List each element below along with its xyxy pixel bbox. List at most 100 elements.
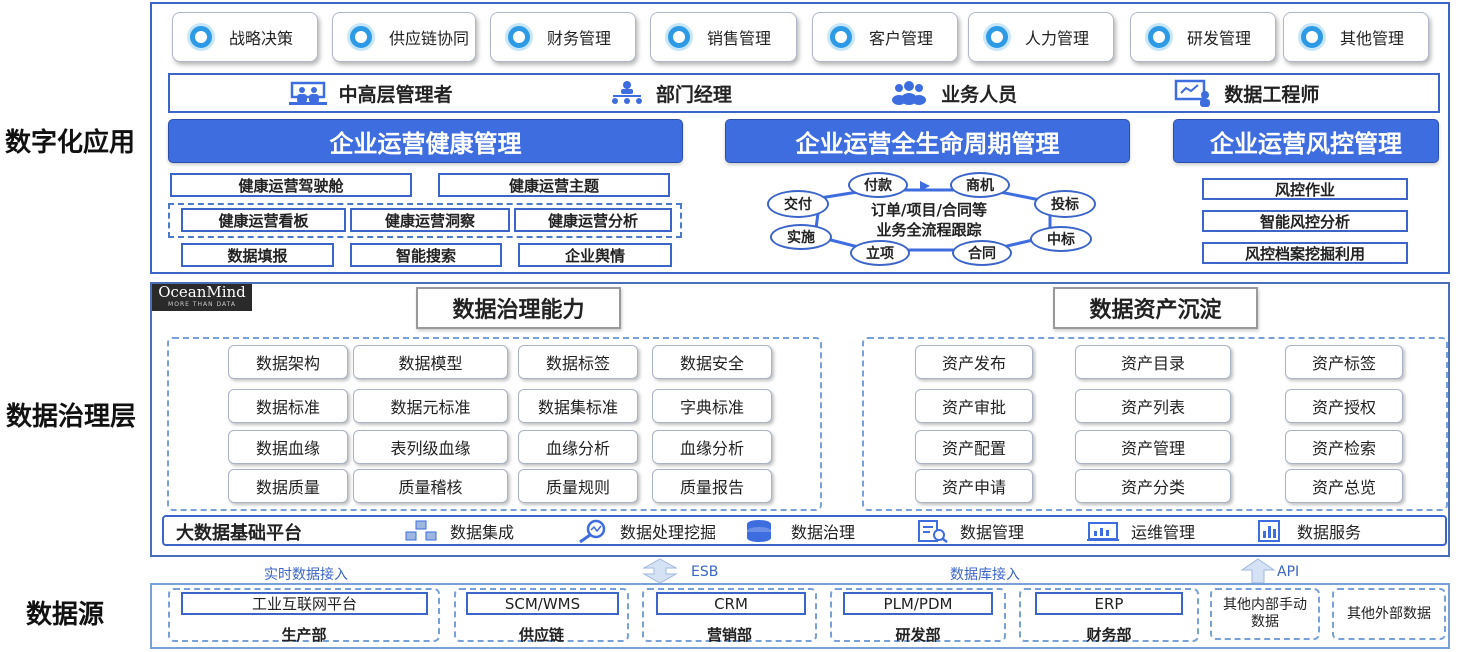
platform-data-management[interactable]: 数据管理 [916, 519, 1024, 543]
source-system-plm[interactable]: PLM/PDM [843, 592, 993, 615]
source-dept-finance: 财务部 [1086, 626, 1132, 644]
source-other-internal[interactable]: 其他内部手动数据 [1210, 588, 1320, 640]
source-system-crm[interactable]: CRM [656, 592, 806, 615]
health-insight[interactable]: 健康运营洞察 [350, 208, 510, 232]
lifecycle-node-contract[interactable]: 合同 [952, 240, 1012, 266]
up-arrow-icon [1240, 558, 1276, 584]
gov-data-architecture[interactable]: 数据架构 [228, 345, 348, 379]
gov-column-lineage[interactable]: 表列级血缘 [353, 430, 508, 464]
gov-quality-report[interactable]: 质量报告 [652, 469, 772, 503]
source-system-iiot[interactable]: 工业互联网平台 [181, 592, 428, 615]
app-strategy-button[interactable]: 战略决策 [172, 12, 318, 62]
application-layer-frame [150, 2, 1450, 274]
lifecycle-node-payment[interactable]: 付款 [848, 172, 908, 198]
health-analysis[interactable]: 健康运营分析 [514, 208, 672, 232]
source-system-erp[interactable]: ERP [1035, 592, 1183, 615]
gov-element-standard[interactable]: 数据元标准 [353, 389, 508, 423]
app-label: 人力管理 [1025, 29, 1090, 48]
asset-list[interactable]: 资产列表 [1075, 389, 1231, 423]
enterprise-sentiment[interactable]: 企业舆情 [518, 243, 672, 267]
app-customer-button[interactable]: 客户管理 [812, 12, 958, 62]
gov-data-model[interactable]: 数据模型 [353, 345, 508, 379]
gov-dict-standard[interactable]: 字典标准 [652, 389, 772, 423]
gov-data-lineage[interactable]: 数据血缘 [228, 430, 348, 464]
platform-data-mining[interactable]: 数据处理挖掘 [576, 519, 716, 543]
app-label: 研发管理 [1187, 29, 1252, 48]
app-icon [505, 23, 533, 51]
gov-dataset-standard[interactable]: 数据集标准 [518, 389, 638, 423]
risk-smart-analysis[interactable]: 智能风控分析 [1202, 210, 1408, 232]
app-icon [1298, 23, 1326, 51]
presentation-icon [288, 81, 327, 105]
banner-lifecycle-management: 企业运营全生命周期管理 [725, 119, 1130, 163]
database-icon [747, 520, 771, 542]
app-finance-button[interactable]: 财务管理 [490, 12, 636, 62]
app-icon [983, 23, 1011, 51]
app-icon [827, 23, 855, 51]
lifecycle-node-opportunity[interactable]: 商机 [950, 172, 1010, 198]
health-cockpit[interactable]: 健康运营驾驶舱 [170, 173, 412, 197]
app-label: 供应链协同 [389, 29, 470, 48]
double-arrow-icon [642, 558, 678, 584]
platform-data-integration[interactable]: 数据集成 [402, 519, 514, 543]
platform-data-governance[interactable]: 数据治理 [745, 519, 855, 543]
gov-data-security[interactable]: 数据安全 [652, 345, 772, 379]
data-fill[interactable]: 数据填报 [181, 243, 334, 267]
app-other-button[interactable]: 其他管理 [1283, 12, 1429, 62]
app-label: 其他管理 [1340, 29, 1405, 48]
governance-capability-title: 数据治理能力 [416, 287, 621, 329]
gov-quality-audit[interactable]: 质量稽核 [353, 469, 508, 503]
source-dept-supply: 供应链 [518, 626, 564, 644]
source-other-external[interactable]: 其他外部数据 [1332, 588, 1446, 640]
lifecycle-node-implementation[interactable]: 实施 [770, 224, 832, 250]
gov-lineage-analysis-2[interactable]: 血缘分析 [652, 430, 772, 464]
source-group-finance [1019, 588, 1199, 642]
asset-approval[interactable]: 资产审批 [915, 389, 1033, 423]
asset-management[interactable]: 资产管理 [1075, 430, 1231, 464]
layer-label-governance: 数据治理层 [5, 402, 136, 432]
health-theme[interactable]: 健康运营主题 [438, 173, 670, 197]
gov-quality-rules[interactable]: 质量规则 [518, 469, 638, 503]
group-icon [892, 81, 927, 105]
app-hr-button[interactable]: 人力管理 [968, 12, 1114, 62]
smart-search[interactable]: 智能搜索 [350, 243, 502, 267]
role-data-engineer: 数据工程师 [1174, 79, 1319, 107]
platform-data-service[interactable]: 数据服务 [1257, 519, 1361, 543]
risk-operation[interactable]: 风控作业 [1202, 178, 1408, 200]
lifecycle-node-win[interactable]: 中标 [1030, 226, 1092, 252]
asset-publish[interactable]: 资产发布 [915, 345, 1033, 379]
gov-data-label[interactable]: 数据标签 [518, 345, 638, 379]
risk-archive-mining[interactable]: 风控档案挖掘利用 [1202, 242, 1408, 264]
app-supply-chain-button[interactable]: 供应链协同 [332, 12, 476, 62]
asset-config[interactable]: 资产配置 [915, 430, 1033, 464]
gov-data-standard[interactable]: 数据标准 [228, 389, 348, 423]
role-business-staff: 业务人员 [889, 80, 1017, 107]
app-sales-button[interactable]: 销售管理 [650, 12, 797, 62]
lifecycle-node-project[interactable]: 立项 [850, 240, 910, 266]
app-label: 财务管理 [547, 29, 612, 48]
lifecycle-node-bid[interactable]: 投标 [1034, 190, 1096, 218]
ingest-realtime-label: 实时数据接入 [264, 567, 348, 583]
asset-catalog[interactable]: 资产目录 [1075, 345, 1231, 379]
asset-authorization[interactable]: 资产授权 [1285, 389, 1403, 423]
source-dept-rd: 研发部 [895, 626, 941, 644]
platform-ops-management[interactable]: 运维管理 [1087, 519, 1195, 543]
app-rd-button[interactable]: 研发管理 [1130, 12, 1276, 62]
asset-label[interactable]: 资产标签 [1285, 345, 1403, 379]
app-icon [347, 23, 375, 51]
lifecycle-node-delivery[interactable]: 交付 [767, 190, 829, 218]
gov-lineage-analysis[interactable]: 血缘分析 [518, 430, 638, 464]
source-system-scm[interactable]: SCM/WMS [466, 592, 619, 615]
gov-data-quality[interactable]: 数据质量 [228, 469, 348, 503]
source-group-supply [454, 588, 629, 642]
health-board[interactable]: 健康运营看板 [181, 208, 346, 232]
layer-label-application: 数字化应用 [4, 128, 135, 158]
cubes-icon [405, 520, 437, 541]
monitor-chart-icon [1087, 522, 1119, 541]
asset-overview[interactable]: 资产总览 [1285, 469, 1403, 503]
magnifier-icon [579, 519, 606, 543]
layer-label-source: 数据源 [25, 600, 104, 630]
asset-request[interactable]: 资产申请 [915, 469, 1033, 503]
asset-classification[interactable]: 资产分类 [1075, 469, 1231, 503]
asset-search[interactable]: 资产检索 [1285, 430, 1403, 464]
